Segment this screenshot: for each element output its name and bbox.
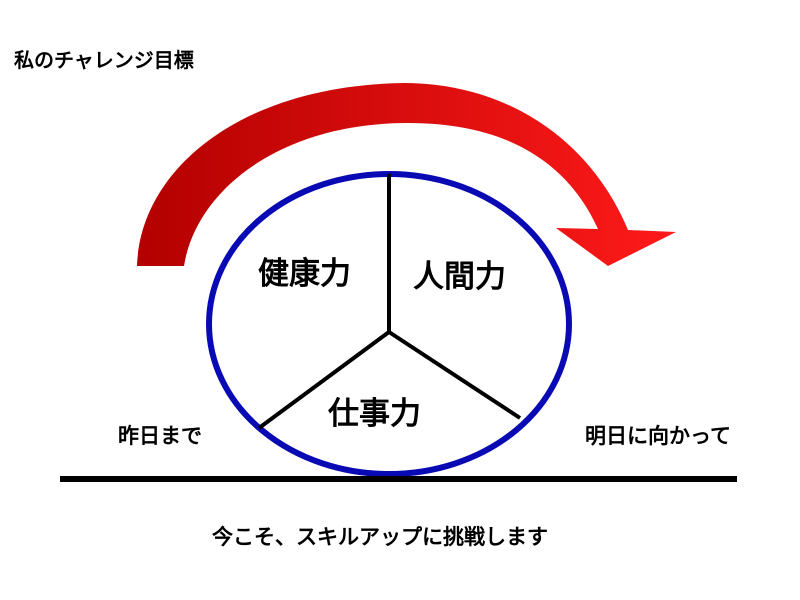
- segment-human-label: 人間力: [413, 259, 506, 295]
- footer-statement: 今こそ、スキルアップに挑戦します: [212, 525, 548, 549]
- yesterday-label: 昨日まで: [118, 424, 202, 448]
- divider-left: [257, 330, 391, 430]
- segment-health-label: 健康力: [258, 256, 351, 292]
- tomorrow-label: 明日に向かって: [585, 424, 731, 448]
- divider-right: [387, 330, 522, 420]
- segment-work-label: 仕事力: [328, 396, 421, 432]
- page-title: 私のチャレンジ目標: [14, 48, 194, 72]
- curved-arrow-icon: [137, 83, 676, 266]
